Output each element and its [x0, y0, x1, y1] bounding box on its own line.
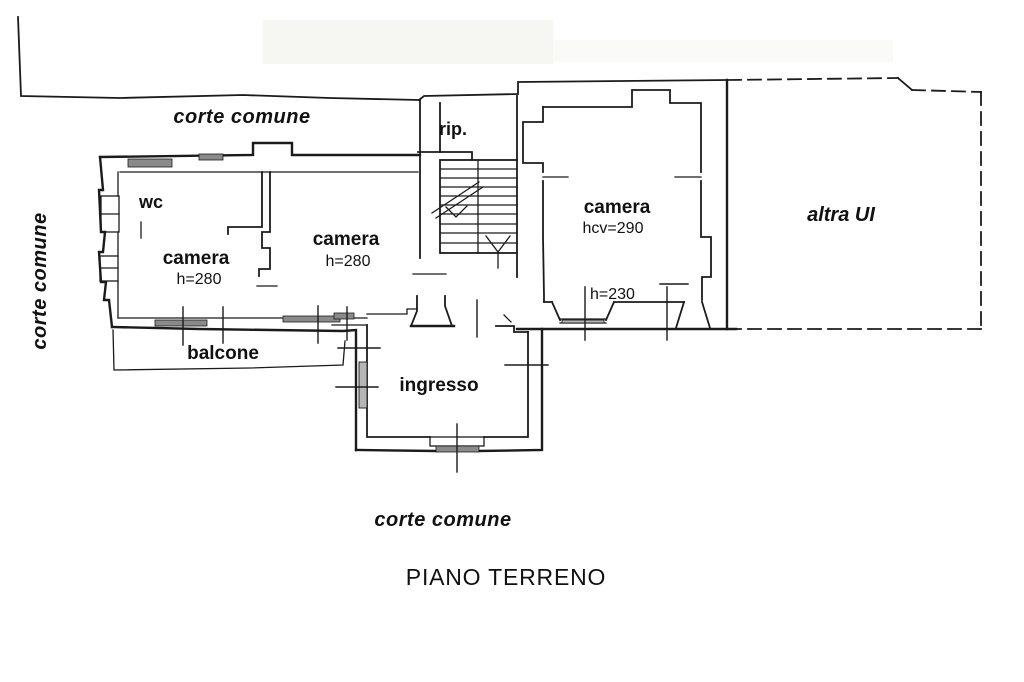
stair-arrow — [485, 235, 511, 269]
adjacent-unit-label: altra UI — [807, 204, 875, 226]
courtyard-boundary — [17, 16, 728, 102]
balcony-label: balcone — [187, 343, 259, 364]
camera-middle-label: camera — [313, 229, 380, 250]
camera-left-height: h=280 — [177, 271, 222, 288]
wc-partition — [140, 171, 263, 239]
plan-title: PIANO TERRENO — [406, 564, 606, 590]
scan-artifact — [553, 40, 893, 62]
entrance-hall-walls — [331, 324, 544, 473]
camera-middle-height: h=280 — [326, 253, 371, 270]
storage-label: rip. — [439, 119, 467, 139]
staircase — [431, 159, 518, 269]
stair-arrow-feather — [445, 205, 468, 218]
glazed-door — [358, 361, 368, 409]
camera-right-label: camera — [584, 197, 651, 218]
window-sill — [333, 312, 355, 320]
wc-label: wc — [138, 192, 163, 212]
balcony-outline — [112, 305, 348, 371]
window-sill — [154, 319, 208, 327]
wall-flue-mark — [198, 153, 224, 161]
stair-direction-line — [431, 181, 484, 219]
right-camera-walls — [515, 78, 738, 341]
entrance-label: ingresso — [399, 375, 478, 396]
courtyard-label-bottom: corte comune — [374, 509, 511, 531]
camera-right-height: hcv=290 — [583, 220, 644, 237]
door-height-annotation: h=230 — [590, 286, 635, 303]
scan-artifact — [263, 20, 553, 64]
left-block-walls — [97, 141, 422, 452]
adjacent-unit-boundary — [727, 76, 982, 330]
camera-left-label: camera — [163, 248, 230, 269]
window-sill — [561, 319, 605, 324]
window-sill — [127, 158, 173, 168]
storage-room-walls — [417, 95, 518, 259]
splayed-door — [674, 300, 712, 330]
window-sill — [282, 315, 341, 323]
courtyard-label-top: corte comune — [173, 106, 310, 128]
camera-partition — [256, 171, 278, 287]
courtyard-label-left: corte comune — [29, 212, 51, 349]
